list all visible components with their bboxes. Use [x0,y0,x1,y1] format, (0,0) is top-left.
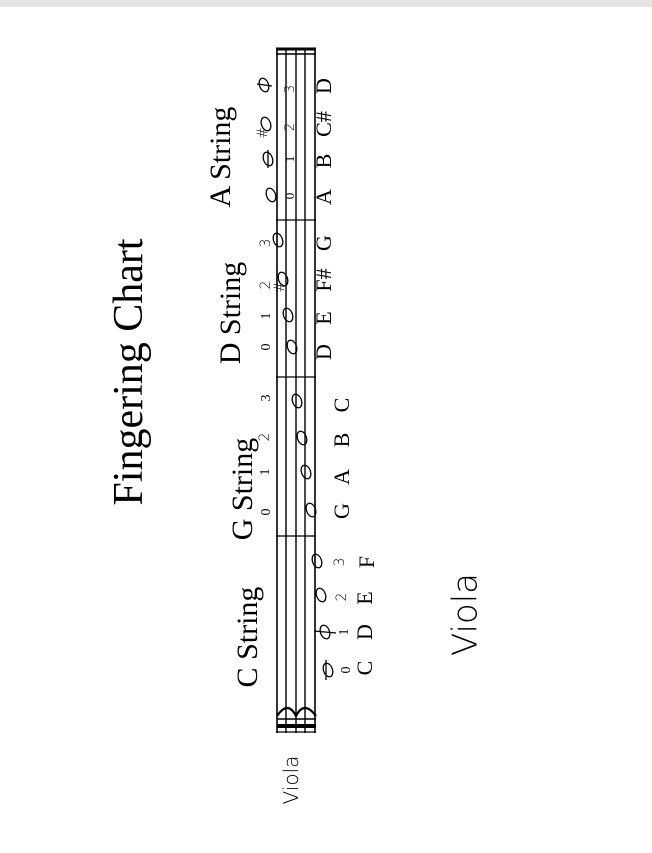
whole-note-icon [256,77,273,93]
whole-note-icon [265,187,277,203]
string-label-a: A String [204,107,237,208]
whole-note-icon [322,660,334,680]
whole-note-icon [282,307,294,323]
finger-number: 2 [257,433,273,442]
note-heads [256,77,337,680]
finger-number: 1 [259,313,274,320]
whole-note-icon [300,464,312,480]
note-name: A [329,469,354,485]
staff [276,47,317,733]
whole-note-icon [286,339,298,355]
sharp-accidental: # [272,281,288,293]
finger-number: 3 [283,85,298,93]
note-name: E [311,311,336,324]
finger-number: 1 [282,156,297,163]
finger-number: 0 [259,509,274,516]
note-name: B [329,433,354,448]
note-name: D [311,78,336,94]
whole-note-icon [277,271,289,287]
note-name: B [311,154,336,169]
finger-number: 0 [259,344,274,351]
finger-number: 1 [258,469,273,476]
string-label-c: C String [231,587,264,688]
finger-number: 2 [334,593,350,602]
finger-number: 2 [283,123,298,131]
finger-number: 3 [332,558,348,567]
finger-number: 1 [337,629,352,636]
note-name: D [311,344,336,360]
staff-margin-label: Viola [279,756,303,805]
string-label-g: G String [226,438,259,541]
finger-number: 3 [259,395,274,402]
note-name: C [329,398,354,413]
note-name: C [352,661,377,676]
finger-number: 0 [282,193,297,200]
note-name: G [311,235,336,251]
note-name: D [352,624,377,640]
note-name: C# [311,111,336,137]
whole-note-icon [272,232,284,248]
whole-note-icon [313,624,337,640]
note-name: E [352,591,377,604]
whole-note-icon [260,116,272,132]
whole-note-icon [305,502,317,518]
whole-note-icon [291,393,303,409]
string-label-d: D String [214,262,247,365]
whole-note-icon [262,150,274,168]
alto-clef-icon [276,706,317,728]
whole-note-icon [311,553,323,569]
note-name: F# [311,268,336,291]
finger-number: 0 [339,667,354,674]
instrument-handwritten-title: Viola [446,573,486,656]
note-name: A [311,189,336,205]
note-name: F [354,556,379,568]
whole-note-icon [315,587,327,603]
finger-number: 2 [258,281,274,290]
top-bar [0,0,652,7]
whole-note-icon [296,430,308,446]
note-name: G [329,503,354,519]
page-title: Fingering Chart [106,238,152,505]
sharp-accidental: # [255,127,271,139]
finger-number: 3 [258,239,274,248]
